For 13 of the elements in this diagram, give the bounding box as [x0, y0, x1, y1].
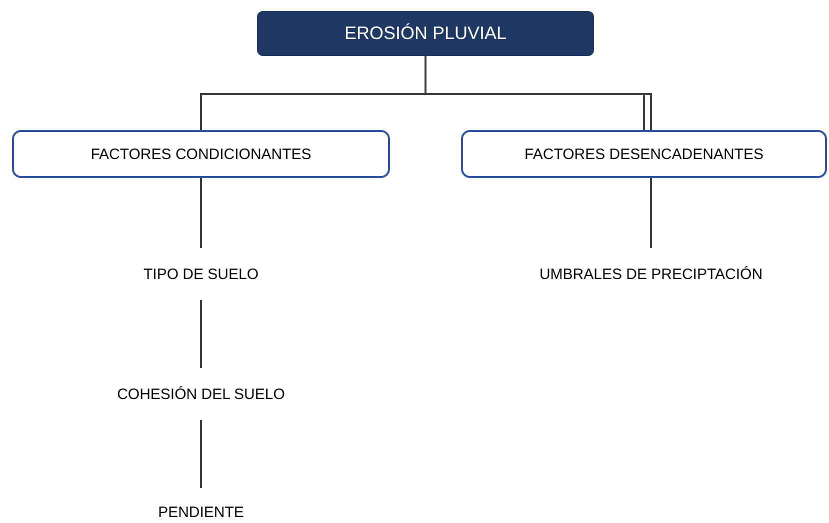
node-label: COHESIÓN DEL SUELO [117, 386, 285, 402]
box-label: FACTORES DESENCADENANTES [524, 146, 764, 162]
box-label: EROSIÓN PLUVIAL [344, 23, 507, 44]
node-label: PENDIENTE [158, 504, 244, 521]
connector-line [200, 300, 202, 368]
category-box [461, 130, 827, 178]
category-box [12, 130, 390, 178]
box-label: FACTORES CONDICIONANTES [90, 146, 312, 162]
connector-line [200, 178, 202, 248]
connector-line [200, 420, 202, 488]
node-label: TIPO DE SUELO [143, 266, 259, 282]
node-label: UMBRALES DE PRECIPTACIÓN [539, 266, 763, 282]
title-box [257, 11, 594, 56]
